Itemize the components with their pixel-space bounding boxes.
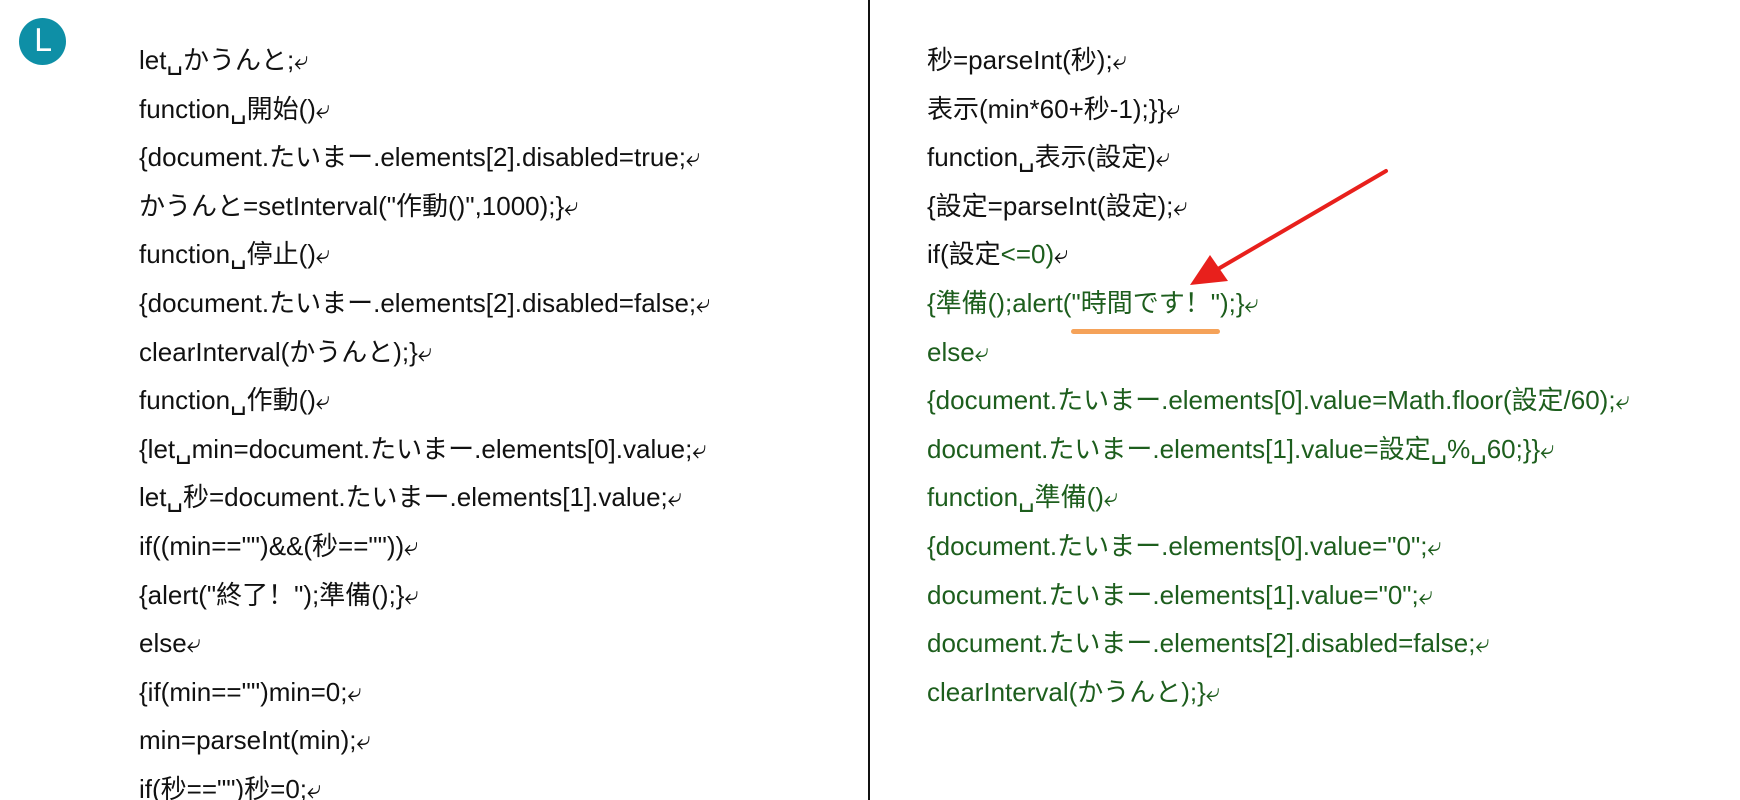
code-segment: ⤶ <box>1054 239 1069 270</box>
code-segment: <=0) <box>1000 239 1055 270</box>
code-line-highlighted: {準備();alert("時間です！");}⤶ <box>927 282 1630 334</box>
right-code-column: 秒=parseInt(秒);⤶ 表示(min*60+秒-1);}}⤶ funct… <box>927 39 1630 719</box>
code-line: {設定=parseInt(設定);⤶ <box>927 190 1188 221</box>
code-line: document.たいまー.elements[2].disabled=false… <box>927 628 1490 659</box>
code-line: if((min=="")&&(秒==""))⤶ <box>139 530 419 561</box>
highlighted-string: "時間です！" <box>1071 282 1220 334</box>
code-line: document.たいまー.elements[1].value=設定␣%␣60;… <box>927 433 1555 464</box>
code-line: else⤶ <box>927 336 990 367</box>
code-line: {document.たいまー.elements[2].disabled=fals… <box>139 287 711 318</box>
code-line: function␣開始()⤶ <box>139 93 331 124</box>
code-line: if(設定<=0)⤶ <box>927 233 1630 282</box>
code-line: function␣表示(設定)⤶ <box>927 142 1171 173</box>
code-segment: {準備();alert( <box>927 287 1072 318</box>
code-segment: if(設定 <box>927 239 1001 270</box>
code-line: let␣秒=document.たいまー.elements[1].value;⤶ <box>139 482 683 513</box>
code-line: {let␣min=document.たいまー.elements[0].value… <box>139 433 707 464</box>
highlight-underline <box>1071 328 1220 334</box>
code-line: document.たいまー.elements[1].value="0";⤶ <box>927 579 1434 610</box>
code-line: かうんと=setInterval("作動()",1000);}⤶ <box>139 190 579 221</box>
code-segment: );}⤶ <box>1219 287 1260 318</box>
code-line: min=parseInt(min);⤶ <box>139 725 372 756</box>
code-line: function␣作動()⤶ <box>139 385 331 416</box>
code-line: clearInterval(かうんと);}⤶ <box>927 676 1221 707</box>
code-line: else⤶ <box>139 628 202 659</box>
section-badge: L <box>19 18 66 65</box>
code-line: {document.たいまー.elements[0].value="0";⤶ <box>927 530 1442 561</box>
code-line: {alert("終了！");準備();}⤶ <box>139 579 420 610</box>
code-line: if(秒=="")秒=0;⤶ <box>139 773 322 800</box>
code-line: 秒=parseInt(秒);⤶ <box>927 45 1128 75</box>
alert-message-text: "時間です！" <box>1071 287 1220 318</box>
column-divider <box>868 0 870 800</box>
code-line: let␣かうんと;⤶ <box>139 45 309 75</box>
code-line: {if(min=="")min=0;⤶ <box>139 676 363 707</box>
code-line: 表示(min*60+秒-1);}}⤶ <box>927 93 1181 124</box>
code-line: function␣準備()⤶ <box>927 482 1119 513</box>
code-line: function␣停止()⤶ <box>139 239 331 270</box>
code-line: {document.たいまー.elements[2].disabled=true… <box>139 142 701 173</box>
left-code-column: let␣かうんと;⤶ function␣開始()⤶ {document.たいまー… <box>139 39 711 800</box>
code-line: {document.たいまー.elements[0].value=Math.fl… <box>927 385 1631 416</box>
red-arrow-icon <box>1190 169 1388 285</box>
code-line: clearInterval(かうんと);}⤶ <box>139 336 433 367</box>
